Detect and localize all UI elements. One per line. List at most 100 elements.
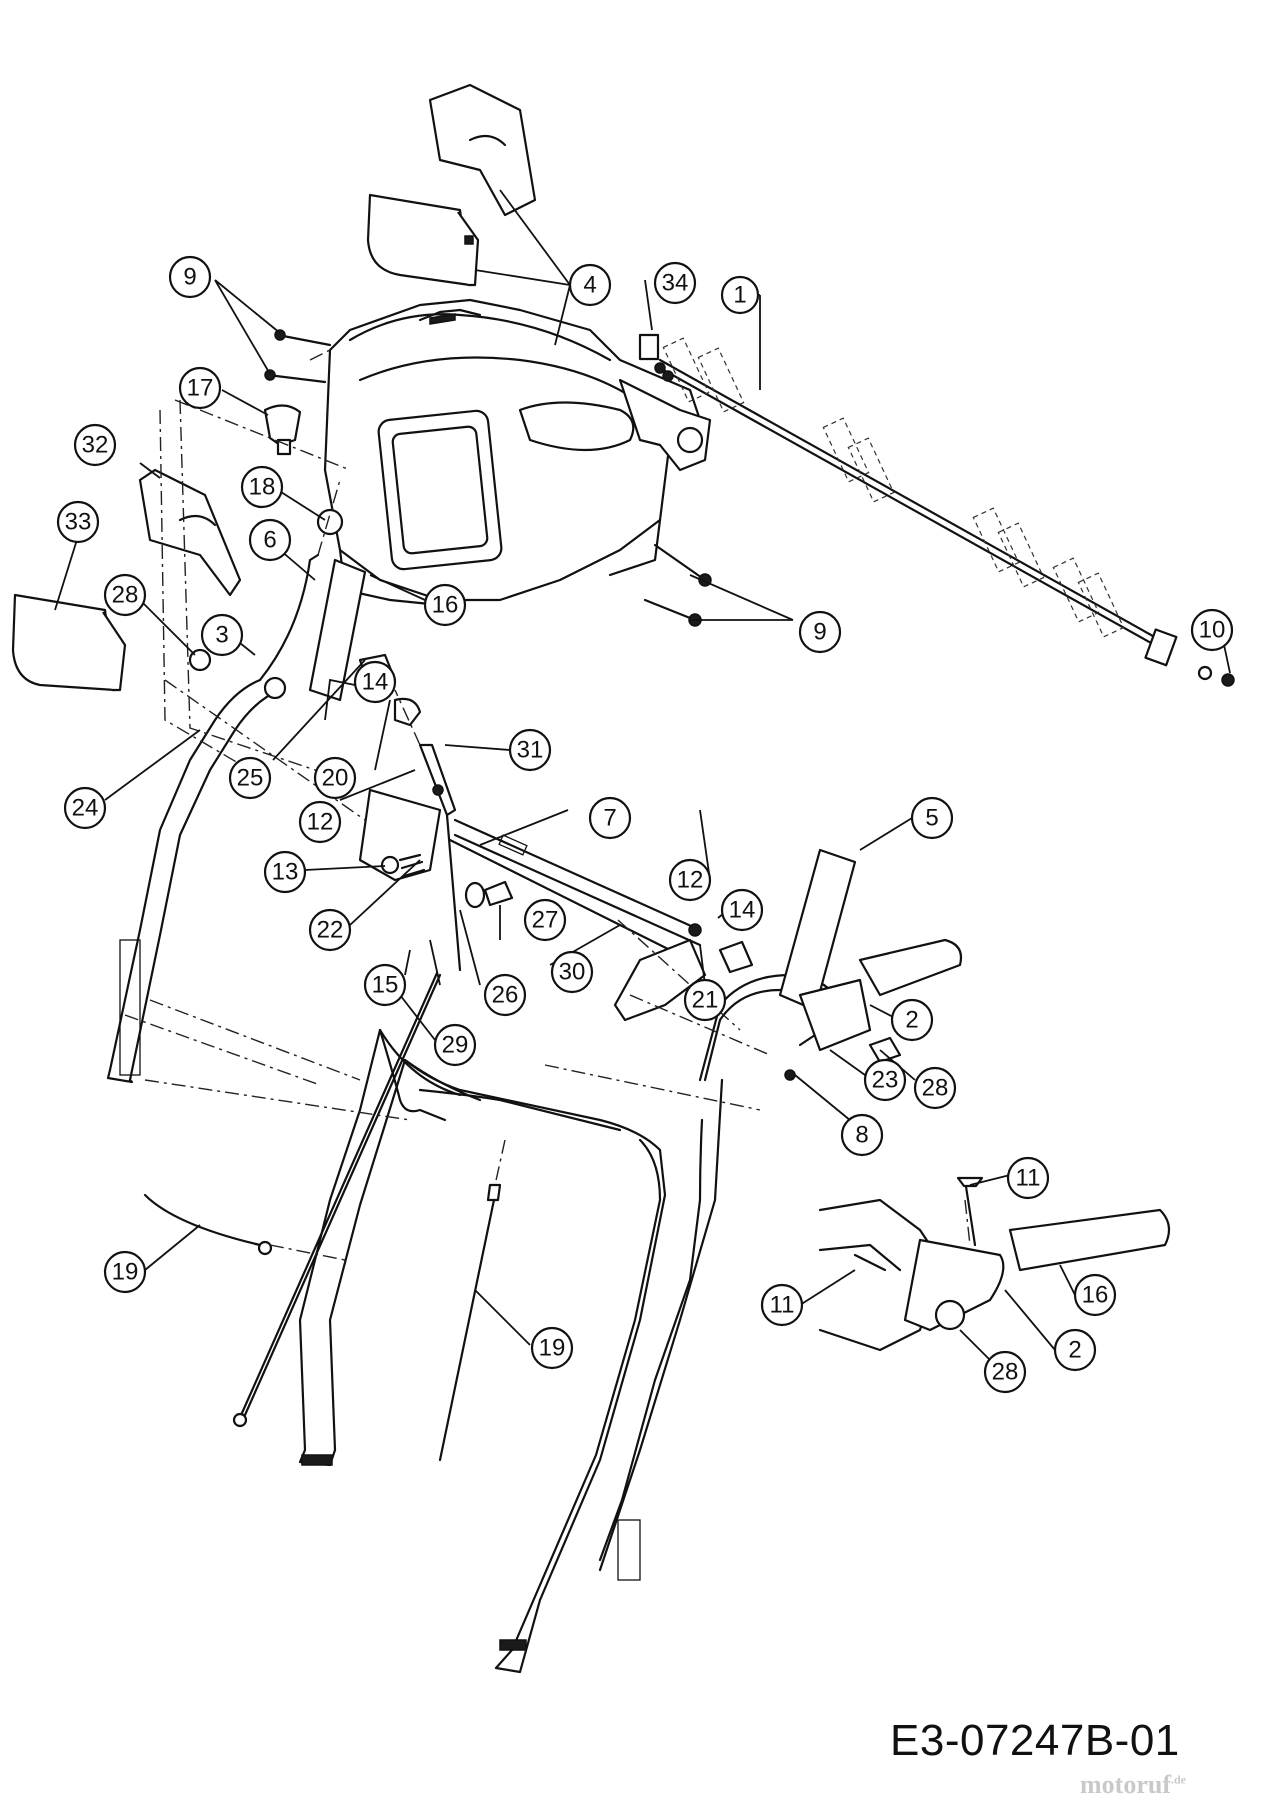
svg-text:33: 33 xyxy=(65,509,92,536)
diagram-code: E3-07247B-01 xyxy=(890,1716,1180,1765)
svg-text:28: 28 xyxy=(922,1075,949,1102)
svg-text:22: 22 xyxy=(317,917,344,944)
callout-14: 14 xyxy=(720,888,764,932)
svg-text:28: 28 xyxy=(112,582,139,609)
svg-text:8: 8 xyxy=(855,1122,868,1149)
callout-16: 16 xyxy=(1073,1273,1117,1317)
callout-2: 2 xyxy=(1053,1328,1097,1372)
svg-text:12: 12 xyxy=(677,867,704,894)
callout-17: 17 xyxy=(178,366,222,410)
svg-text:13: 13 xyxy=(272,859,299,886)
callout-9: 9 xyxy=(168,255,212,299)
callout-28: 28 xyxy=(103,573,147,617)
callout-5: 5 xyxy=(910,796,954,840)
svg-text:16: 16 xyxy=(1082,1282,1109,1309)
callout-14: 14 xyxy=(353,660,397,704)
callout-28: 28 xyxy=(983,1350,1027,1394)
callouts: 1 2 2 3 4 5 6 7 8 9 9 10 11 11 12 12 13 … xyxy=(56,255,1234,1394)
leader-lines xyxy=(54,189,1231,1371)
deflector-part-32 xyxy=(138,468,242,597)
cover-part-33 xyxy=(11,593,127,692)
callout-1: 1 xyxy=(720,275,760,315)
callout-19: 19 xyxy=(103,1250,147,1294)
knob-part-18 xyxy=(316,508,344,536)
svg-text:9: 9 xyxy=(813,619,826,646)
svg-text:30: 30 xyxy=(559,959,586,986)
control-bar-part-7 xyxy=(358,788,707,1022)
callout-8: 8 xyxy=(840,1113,884,1157)
callout-16: 16 xyxy=(423,583,467,627)
svg-text:1: 1 xyxy=(733,282,746,309)
knob-part-17 xyxy=(263,404,302,456)
callout-6: 6 xyxy=(248,518,292,562)
callout-24: 24 xyxy=(63,786,107,830)
svg-text:34: 34 xyxy=(662,270,689,297)
svg-text:21: 21 xyxy=(692,987,719,1014)
svg-text:19: 19 xyxy=(112,1259,139,1286)
callout-3: 3 xyxy=(200,613,244,657)
upper-handle-frame xyxy=(106,553,842,1581)
svg-text:25: 25 xyxy=(237,765,264,792)
callout-11: 11 xyxy=(1006,1156,1050,1200)
lower-handle-frame xyxy=(298,1028,667,1674)
cable-part-19-center xyxy=(438,1183,502,1462)
cover-part-4 xyxy=(366,193,480,287)
callout-18: 18 xyxy=(240,465,284,509)
small-hardware xyxy=(188,648,902,1081)
svg-text:26: 26 xyxy=(492,982,519,1009)
svg-text:11: 11 xyxy=(770,1292,795,1319)
cable-part-29 xyxy=(232,971,442,1428)
svg-text:11: 11 xyxy=(1016,1165,1041,1192)
callout-23: 23 xyxy=(863,1058,907,1102)
deflector-part-4-top xyxy=(428,83,537,217)
callout-2: 2 xyxy=(890,998,934,1042)
callout-9: 9 xyxy=(798,610,842,654)
callout-33: 33 xyxy=(56,500,100,544)
svg-text:18: 18 xyxy=(249,474,276,501)
callout-11: 11 xyxy=(760,1283,804,1327)
svg-text:9: 9 xyxy=(183,264,196,291)
callout-31: 31 xyxy=(508,728,552,772)
watermark-logo: motoruf.de xyxy=(1080,1770,1186,1800)
callout-4: 4 xyxy=(568,263,612,307)
callout-27: 27 xyxy=(523,898,567,942)
callout-15: 15 xyxy=(363,963,407,1007)
grip-part-6 xyxy=(308,558,367,702)
control-console xyxy=(323,298,712,607)
svg-text:14: 14 xyxy=(729,897,756,924)
svg-text:7: 7 xyxy=(603,805,616,832)
bracket-part-34 xyxy=(638,333,674,382)
callout-7: 7 xyxy=(588,796,632,840)
callout-13: 13 xyxy=(263,850,307,894)
cable-part-19-left xyxy=(143,1193,273,1256)
callout-29: 29 xyxy=(433,1023,477,1067)
callout-30: 30 xyxy=(550,950,594,994)
callout-20: 20 xyxy=(313,756,357,800)
svg-text:31: 31 xyxy=(517,737,544,764)
svg-text:3: 3 xyxy=(215,622,228,649)
svg-text:12: 12 xyxy=(307,809,334,836)
chute-crank-rod xyxy=(658,337,1235,687)
callout-28: 28 xyxy=(913,1066,957,1110)
svg-text:4: 4 xyxy=(583,272,596,299)
svg-text:20: 20 xyxy=(322,765,349,792)
svg-text:14: 14 xyxy=(362,669,389,696)
svg-text:27: 27 xyxy=(532,907,559,934)
callout-32: 32 xyxy=(73,423,117,467)
callout-10: 10 xyxy=(1190,608,1234,652)
watermark-suffix: .de xyxy=(1170,1772,1186,1787)
watermark-text: motoruf xyxy=(1080,1770,1171,1799)
callout-19: 19 xyxy=(530,1326,574,1370)
callout-12: 12 xyxy=(668,858,712,902)
svg-text:6: 6 xyxy=(263,527,276,554)
callout-21: 21 xyxy=(683,978,727,1022)
grip-part-16-right xyxy=(858,938,963,997)
svg-text:24: 24 xyxy=(72,795,99,822)
svg-text:5: 5 xyxy=(925,805,938,832)
svg-text:19: 19 xyxy=(539,1335,566,1362)
callout-34: 34 xyxy=(653,261,697,305)
svg-text:10: 10 xyxy=(1199,617,1226,644)
svg-text:16: 16 xyxy=(432,592,459,619)
svg-text:2: 2 xyxy=(905,1007,918,1034)
